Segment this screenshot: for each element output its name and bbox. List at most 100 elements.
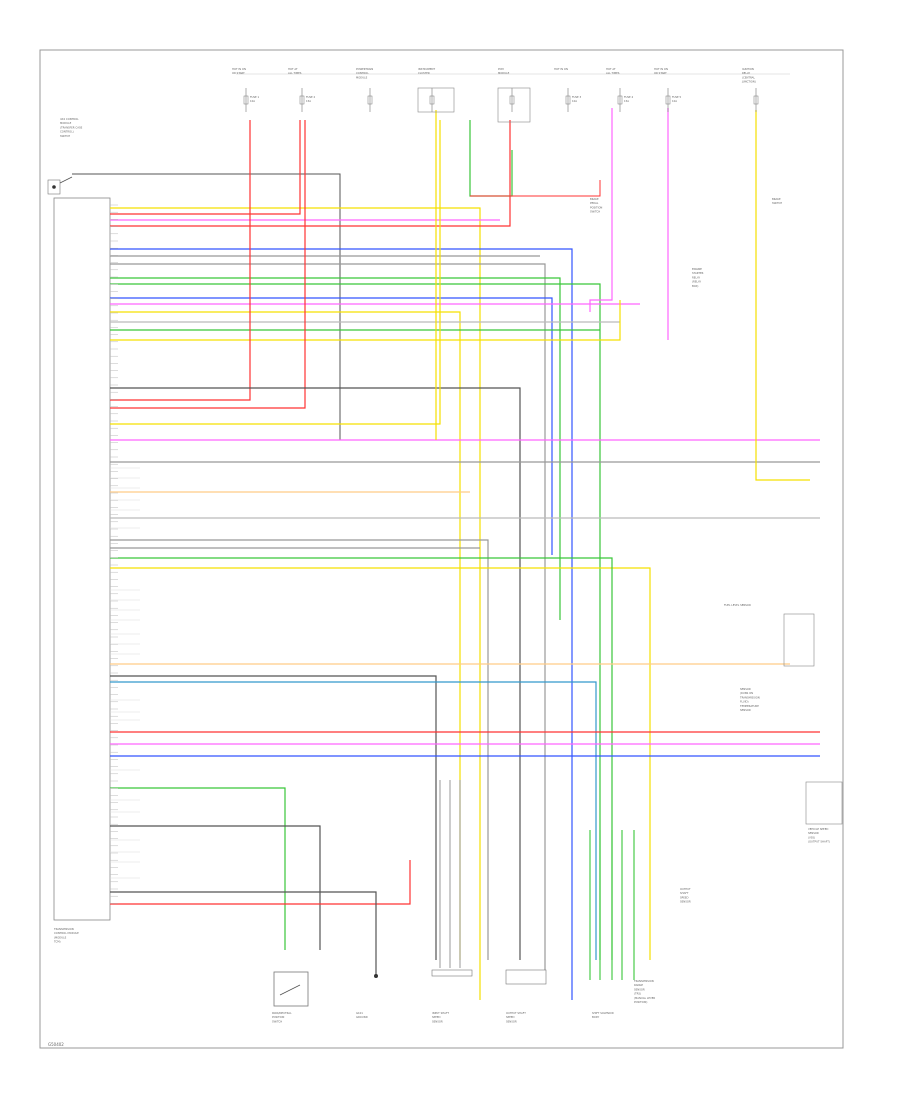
fuse-rating: 15A (306, 99, 311, 103)
vss-label: VEHICLE SPEED (808, 827, 828, 831)
fuse-title: OR START (654, 71, 667, 75)
fuel-label: FUEL LEVEL SENSOR (724, 603, 751, 607)
module-bottom-label: TCM) (54, 940, 61, 944)
wire-run (110, 207, 481, 1000)
wire-run (110, 825, 321, 950)
wire-run (110, 567, 651, 960)
bottom-label: SPEED (506, 1015, 515, 1019)
bottom-label: SWITCH (272, 1019, 282, 1023)
shift-bottom-label: POSITION) (634, 1000, 647, 1004)
wire-run (110, 681, 597, 960)
fuse-title: HOT IN ON (232, 67, 246, 71)
sensor-label: SENSOR (740, 687, 751, 691)
cluster-box (497, 87, 531, 123)
fuse-rating: FUSE 4 (624, 95, 634, 99)
wire-run (110, 248, 573, 1000)
wire-runs (72, 73, 820, 1000)
fuse-title: HOT IN ON (654, 67, 668, 71)
vss-label: (VSS) (808, 835, 815, 839)
brake-label: POSITION (590, 205, 602, 209)
components (273, 87, 843, 1007)
brake-label: BRAKE (590, 197, 599, 201)
bottom-label: SENSOR (432, 1019, 443, 1023)
fuse-rating: FUSE 5 (672, 95, 682, 99)
wire-run (110, 557, 613, 960)
module-top-switch (47, 176, 73, 195)
output-label: SENSOR (680, 900, 691, 904)
fuse-rating: 10A (572, 99, 577, 103)
fuse-title: HOT AT (606, 67, 616, 71)
module-bottom-label: (MODULE (54, 935, 67, 939)
wire-run (110, 120, 441, 425)
fuse-title: RELAY (742, 71, 751, 75)
wire-run (110, 891, 377, 975)
fuse-title: IGNITION (742, 67, 754, 71)
fuse-blocks (243, 88, 759, 112)
wire-right-6 (470, 180, 601, 197)
wire-run (110, 300, 621, 341)
wire-run (110, 120, 306, 409)
wire-run (110, 675, 437, 960)
fuse-title: PCM (498, 67, 504, 71)
wire-right-5 (469, 120, 513, 197)
bottom-label: PARK/NEUTRAL (272, 1011, 292, 1015)
park-neutral-switch (273, 971, 309, 1007)
wire-run (110, 120, 301, 215)
fuse-element (565, 95, 571, 105)
relay-label: BOX) (692, 284, 698, 288)
control-module-box (53, 197, 111, 921)
switch-box (47, 179, 61, 195)
fuse-title: ALL TIMES (288, 71, 302, 75)
shift-bottom-label: TRANSMISSION (634, 979, 654, 983)
bottom-label: OUTPUT SHAFT (506, 1011, 526, 1015)
module-top-label: MODULE (60, 121, 72, 125)
fuse-rating: FUSE 3 (572, 95, 582, 99)
module-bottom-label: CONTROL MODULE (54, 931, 79, 935)
fuse-title: MODULE (356, 75, 368, 79)
fuse-title: ALL TIMES (606, 71, 620, 75)
wire-run (110, 283, 601, 960)
wire-run (110, 263, 546, 970)
bottom-label: POSITION (272, 1015, 284, 1019)
diagram-frame (39, 49, 844, 1049)
output-label: SPEED (680, 895, 689, 899)
bottom-label: BODY (592, 1015, 600, 1019)
fuse-title: MODULE (498, 71, 510, 75)
fuse-rating: FUSE 1 (250, 95, 260, 99)
fuse-rating: 10A (250, 99, 255, 103)
module-top-label: (TRANSFER CASE (60, 125, 83, 129)
fuse-rating: 10A (672, 99, 677, 103)
output-label: SHAFT (680, 891, 689, 895)
sensor-label: TEMPERATURE (740, 704, 759, 708)
fuse-title: JUNCTION) (741, 80, 756, 84)
bottom-label: SPEED (432, 1015, 441, 1019)
sensor-label: TRANSMISSION (740, 695, 760, 699)
fuse-title: (CENTRAL (742, 75, 755, 79)
ground-point (374, 974, 378, 978)
fuse-rating: FUSE 2 (306, 95, 316, 99)
shift-bottom-label: (MANUAL LEVER (634, 996, 655, 1000)
park-switch-blade (279, 984, 301, 996)
fuse-element (299, 95, 305, 105)
fuse-title: INSTRUMENT (418, 67, 435, 71)
sensor-label: SENSOR (740, 708, 751, 712)
bottom-label: GROUND (356, 1015, 368, 1019)
wire-run (110, 120, 511, 227)
fuse-element (429, 95, 435, 105)
input-shaft-sensor (431, 969, 473, 977)
wire-run (110, 297, 553, 555)
wire-run (110, 387, 521, 960)
fuse-element (665, 95, 671, 105)
relay-label: ENGINE (692, 267, 702, 271)
bottom-label: SENSOR (506, 1019, 517, 1023)
switch-blade (59, 176, 73, 184)
fuse-title: CONTROL (356, 71, 369, 75)
wire-right-1 (589, 108, 613, 312)
output-shaft-sensor (505, 969, 547, 985)
vss-label: (OUTPUT SHAFT) (808, 840, 830, 844)
shift-bottom-label: RANGE (634, 983, 643, 987)
brake-label: PEDAL (590, 201, 599, 205)
wire-run (110, 277, 561, 620)
pcm-box (417, 87, 455, 113)
